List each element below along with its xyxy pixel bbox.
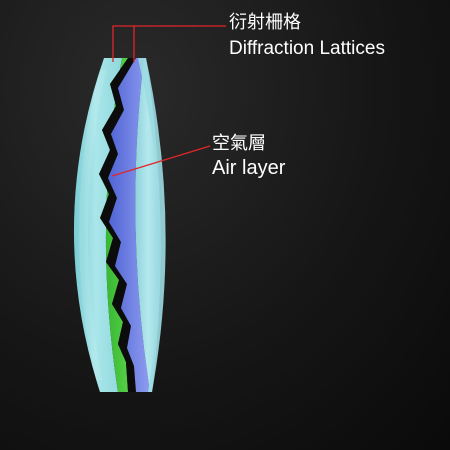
diffraction-lattice-layer	[99, 58, 136, 392]
diffraction-lattices-label-en: Diffraction Lattices	[229, 38, 385, 59]
inner-lens-bulge	[138, 58, 166, 392]
air-layer-label-en: Air layer	[212, 157, 286, 179]
lattice-leader-line-left	[112, 25, 226, 62]
diffraction-lattices-label-zh: 衍射柵格	[229, 12, 301, 33]
outer-lens-highlight	[78, 70, 106, 380]
blue-lattice-layer	[108, 58, 150, 392]
air-layer-leader-line	[111, 145, 211, 177]
air-layer-label-zh: 空氣層	[212, 133, 266, 154]
